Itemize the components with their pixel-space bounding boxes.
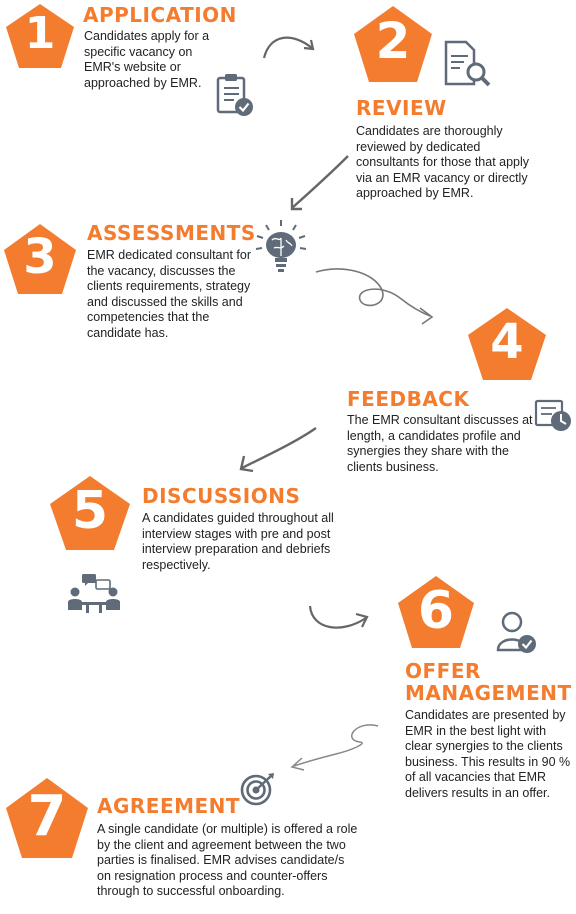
meeting-icon — [68, 574, 120, 613]
step-desc-4: The EMR consultant discusses at length, … — [347, 413, 533, 474]
step-desc-1: Candidates apply for a specific vacancy … — [84, 29, 210, 90]
step-title-1: APPLICATION — [83, 3, 237, 27]
step-title-2: REVIEW — [356, 96, 447, 120]
target-icon — [240, 773, 274, 806]
step-number-4: 4 — [490, 314, 524, 370]
step-title-5: DISCUSSIONS — [142, 484, 301, 508]
pentagon-badge-6 — [398, 576, 474, 648]
step-number-6: 6 — [417, 581, 455, 641]
step-desc-5: A candidates guided throughout all inter… — [142, 511, 334, 572]
pentagon-badge-5 — [50, 476, 130, 550]
step-desc-7: A single candidate (or multiple) is offe… — [97, 822, 358, 898]
step-number-1: 1 — [24, 8, 56, 59]
step-desc-2: Candidates are thoroughly reviewed by de… — [356, 124, 530, 200]
flow-arrow-6 — [290, 724, 379, 771]
pentagon-badge-4 — [468, 308, 546, 380]
flow-arrow-4 — [239, 427, 317, 473]
pentagon-badge-2 — [354, 6, 432, 82]
step-desc-3: EMR dedicated consultant for the vacancy… — [87, 248, 251, 340]
pentagon-badge-7 — [6, 778, 88, 858]
flow-arrow-3 — [315, 268, 434, 325]
step-title-4: FEEDBACK — [347, 387, 470, 411]
pentagon-badge-1 — [6, 4, 74, 68]
user-check-icon — [496, 611, 536, 653]
pentagon-badge-3 — [4, 224, 76, 294]
flow-arrow-2 — [290, 155, 349, 211]
step-desc-6: Candidates are presented by EMR in the b… — [405, 708, 571, 800]
step-title-7: AGREEMENT — [97, 794, 241, 818]
step-number-3: 3 — [23, 229, 57, 285]
flow-arrow-5 — [308, 605, 369, 629]
step-number-2: 2 — [375, 12, 411, 70]
step-title-6: OFFER — [405, 659, 481, 683]
step-number-5: 5 — [71, 481, 109, 541]
flow-arrow-1 — [262, 36, 315, 59]
checklist-icon — [216, 74, 253, 116]
brain-bulb-icon — [255, 220, 307, 272]
step-title-3: ASSESSMENTS — [87, 221, 256, 245]
step-title-6-line2: MANAGEMENT — [405, 681, 572, 705]
clock-document-icon — [534, 399, 571, 431]
step-number-7: 7 — [27, 784, 67, 849]
document-search-icon — [444, 40, 491, 87]
